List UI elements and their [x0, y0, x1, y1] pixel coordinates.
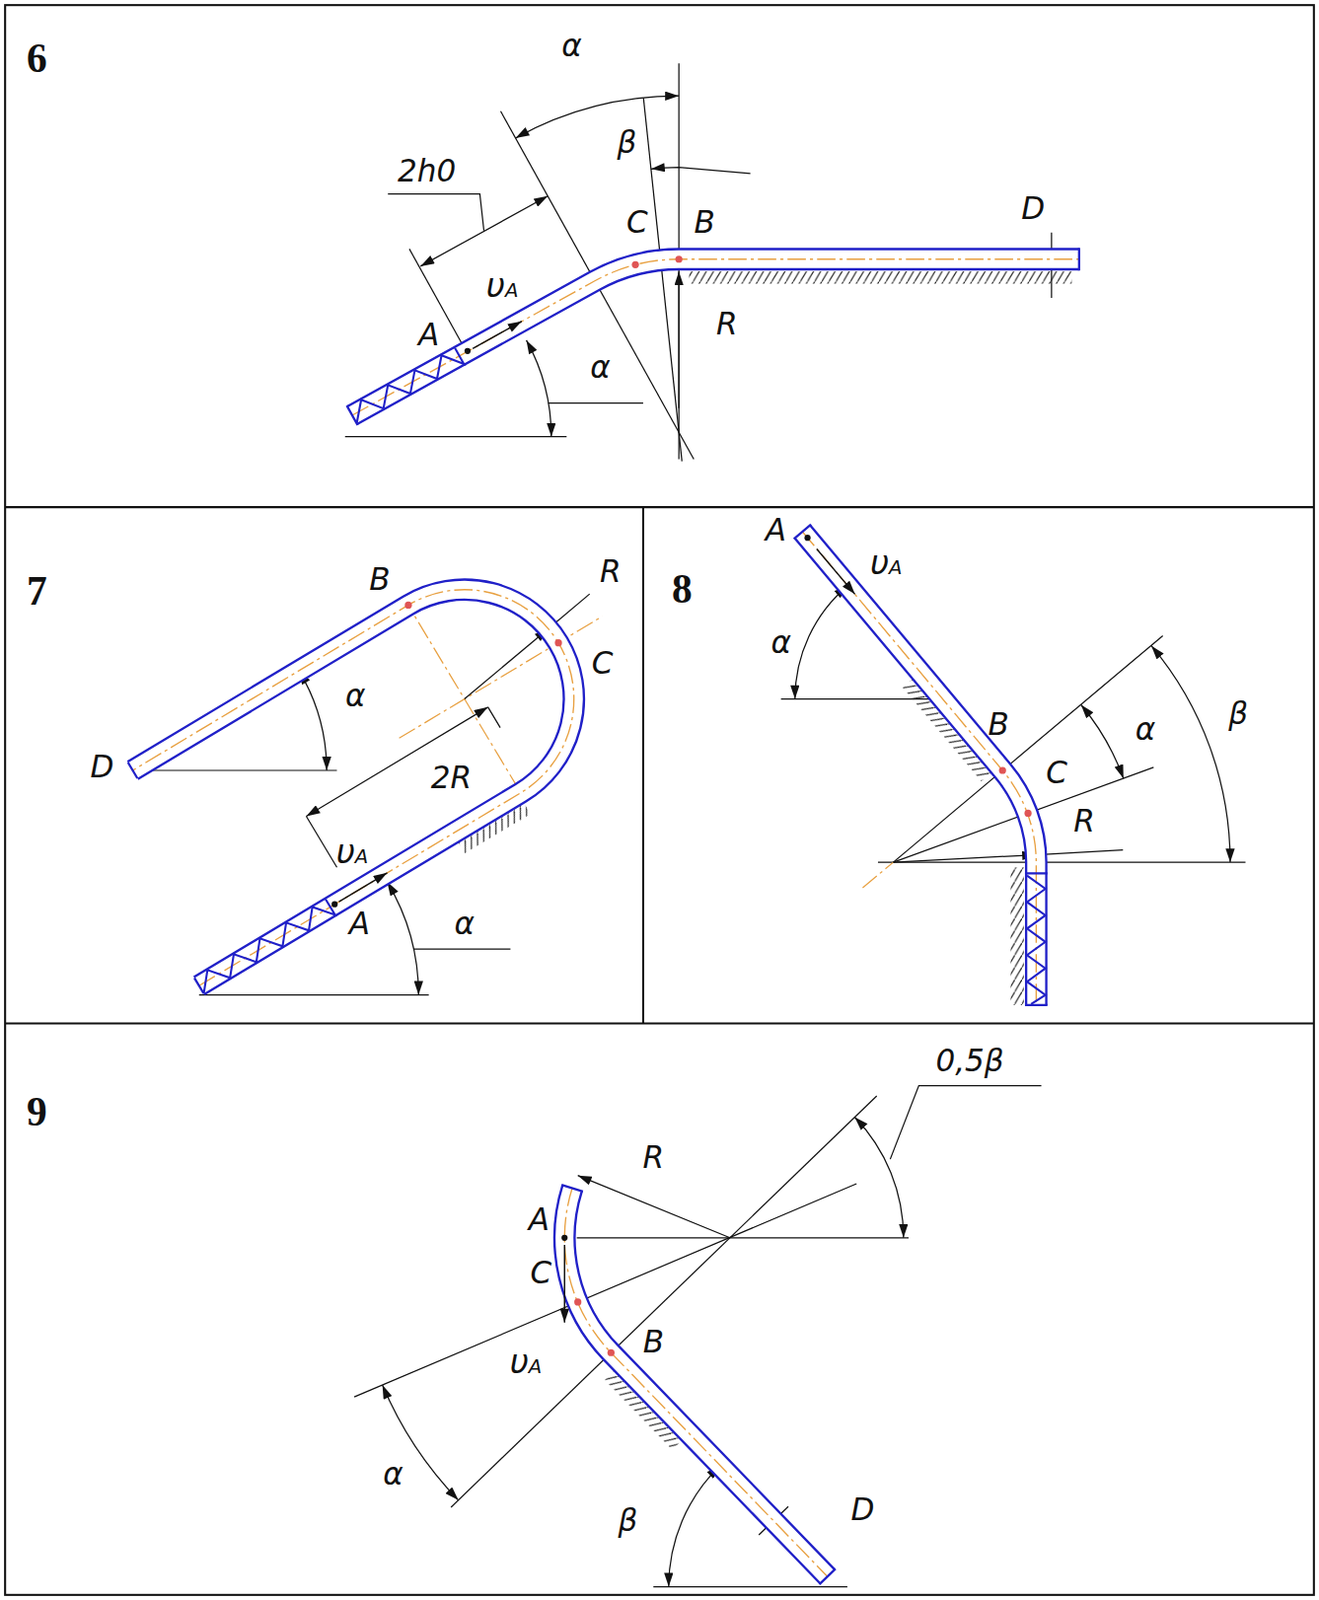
- point-label: α: [770, 627, 791, 659]
- velocity-label: υA: [510, 1345, 543, 1379]
- panel-number: 6: [26, 38, 48, 79]
- pipe: [347, 247, 1080, 426]
- point-label: C: [1045, 758, 1068, 790]
- point-label: β: [618, 1505, 639, 1537]
- pipe-points: [561, 1235, 615, 1357]
- point-label: D: [90, 751, 115, 783]
- point-label: B: [987, 709, 1009, 740]
- point-label: 0,5β: [935, 1045, 1004, 1077]
- ground-hatch: [1010, 867, 1024, 1006]
- point-label: α: [382, 1459, 403, 1490]
- point-label: B: [693, 207, 715, 238]
- pipe-points: [464, 255, 683, 355]
- point-label: β: [1228, 699, 1248, 731]
- point-label: R: [642, 1143, 664, 1174]
- velocity-label: υA: [870, 546, 903, 580]
- velocity-label: υA: [336, 835, 369, 869]
- point-label: α: [589, 352, 610, 383]
- point-label: B: [368, 564, 390, 595]
- point-label: R: [716, 308, 738, 340]
- point-label: A: [528, 1204, 550, 1236]
- point-label: B: [643, 1326, 664, 1358]
- point-label: A: [349, 908, 370, 940]
- point-label: R: [599, 556, 622, 587]
- panel-number: 8: [671, 569, 693, 610]
- ground-hatch: [689, 271, 1073, 284]
- point-label: 2R: [431, 762, 472, 794]
- point-label: A: [418, 319, 440, 351]
- point-label: α: [345, 680, 366, 712]
- pipe: [128, 589, 575, 995]
- point-label: R: [1073, 806, 1096, 837]
- point-label: 2h0: [397, 155, 456, 187]
- point-label: α: [1135, 714, 1156, 745]
- point-label: D: [1021, 194, 1045, 225]
- point-label: β: [616, 127, 637, 158]
- point-label: α: [561, 30, 582, 62]
- point-label: C: [591, 648, 614, 679]
- velocity-label: υA: [486, 269, 519, 302]
- point-label: D: [850, 1494, 875, 1526]
- point-label: A: [765, 514, 787, 546]
- pipe: [561, 1184, 836, 1585]
- pipe: [794, 524, 1048, 1006]
- panel-number: 7: [26, 571, 48, 612]
- pipe-points: [331, 601, 563, 908]
- point-label: α: [454, 908, 475, 940]
- panel-number: 9: [26, 1092, 48, 1133]
- dimension-lines: [781, 586, 1246, 888]
- table-frame: [4, 4, 1315, 1596]
- dimension-lines: [354, 1086, 1041, 1588]
- pipe-points: [804, 534, 1031, 817]
- point-label: C: [530, 1257, 553, 1289]
- point-label: C: [626, 207, 649, 238]
